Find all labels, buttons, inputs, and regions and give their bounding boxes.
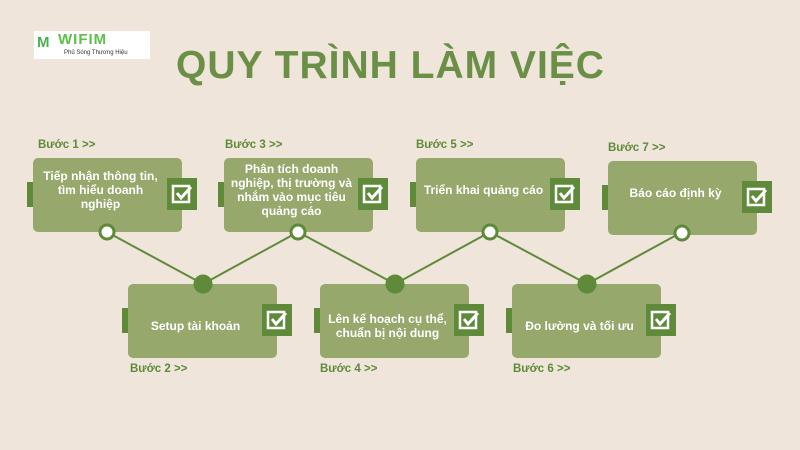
step-text: Triển khai quảng cáo [423, 183, 544, 197]
step-text: Setup tài khoản [150, 319, 241, 333]
step-label-5: Bước 5 >> [416, 139, 474, 151]
logo-mark: M [37, 34, 50, 51]
card-tab [314, 308, 320, 333]
step-label-3: Bước 3 >> [225, 139, 283, 151]
step-text: Tiếp nhận thông tin, tìm hiểu doanh nghi… [43, 169, 158, 211]
step-card-7: Báo cáo định kỳ [602, 161, 772, 235]
step-text: Đo lường và tối ưu [525, 319, 634, 333]
step-card-1: Tiếp nhận thông tin, tìm hiểu doanh nghi… [27, 158, 197, 232]
step-label-4: Bước 4 >> [320, 363, 378, 375]
page-title: QUY TRÌNH LÀM VIỆC [176, 44, 605, 87]
step-label-6: Bước 6 >> [513, 363, 571, 375]
step-card-6: Đo lường và tối ưu [506, 284, 676, 358]
checkbox-icon [550, 178, 580, 210]
checkbox-icon [262, 304, 292, 336]
step-label-1: Bước 1 >> [38, 139, 96, 151]
logo-slogan: Phủ Sóng Thương Hiệu [64, 50, 128, 56]
step-label-7: Bước 7 >> [608, 142, 666, 154]
checkbox-icon [167, 178, 197, 210]
card-tab [122, 308, 128, 333]
step-card-4: Lên kế hoạch cụ thể, chuẩn bị nội dung [314, 284, 484, 358]
logo: M WIFIM Phủ Sóng Thương Hiệu [34, 31, 150, 59]
step-card-5: Triển khai quảng cáo [410, 158, 580, 232]
card-tab [602, 185, 608, 210]
step-text: Phân tích doanh nghiệp, thị trường và nh… [230, 162, 353, 218]
checkbox-icon [646, 304, 676, 336]
card-tab [410, 182, 416, 207]
card-tab [506, 308, 512, 333]
step-text: Lên kế hoạch cụ thể, chuẩn bị nội dung [328, 312, 447, 340]
step-label-2: Bước 2 >> [130, 363, 188, 375]
checkbox-icon [454, 304, 484, 336]
checkbox-icon [742, 181, 772, 213]
logo-name: WIFIM [58, 31, 108, 48]
step-card-2: Setup tài khoản [122, 284, 292, 358]
step-card-3: Phân tích doanh nghiệp, thị trường và nh… [218, 158, 388, 232]
card-tab [27, 182, 33, 207]
checkbox-icon [358, 178, 388, 210]
step-text: Báo cáo định kỳ [629, 186, 722, 200]
card-tab [218, 182, 224, 207]
